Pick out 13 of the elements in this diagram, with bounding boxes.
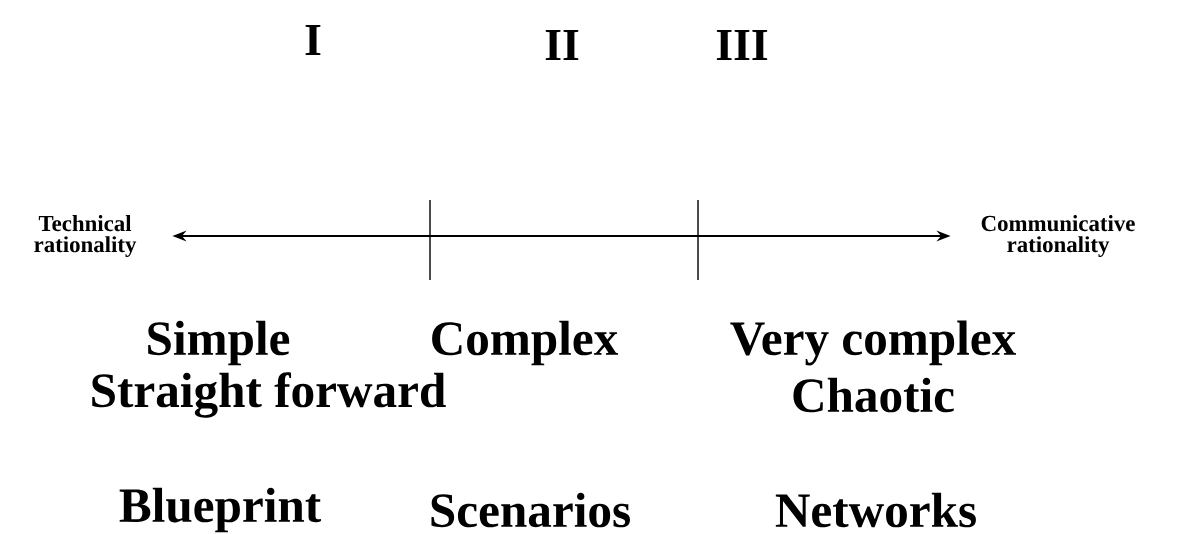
roman-numeral: III (716, 30, 768, 60)
roman-numeral: I (305, 25, 321, 55)
label: Scenarios (431, 492, 630, 528)
label: Chaotic (793, 377, 954, 413)
label: Very complex (730, 320, 1016, 366)
label: Blueprint (119, 487, 321, 533)
axis-end-label: Communicative rationality (981, 215, 1135, 257)
label: Straight forward (92, 372, 446, 418)
label: Simple (148, 320, 290, 366)
label: Complex (432, 320, 619, 366)
roman-numeral: II (545, 30, 579, 60)
label: Networks (775, 492, 976, 528)
axis-end-label: Technical rationality (34, 215, 137, 257)
